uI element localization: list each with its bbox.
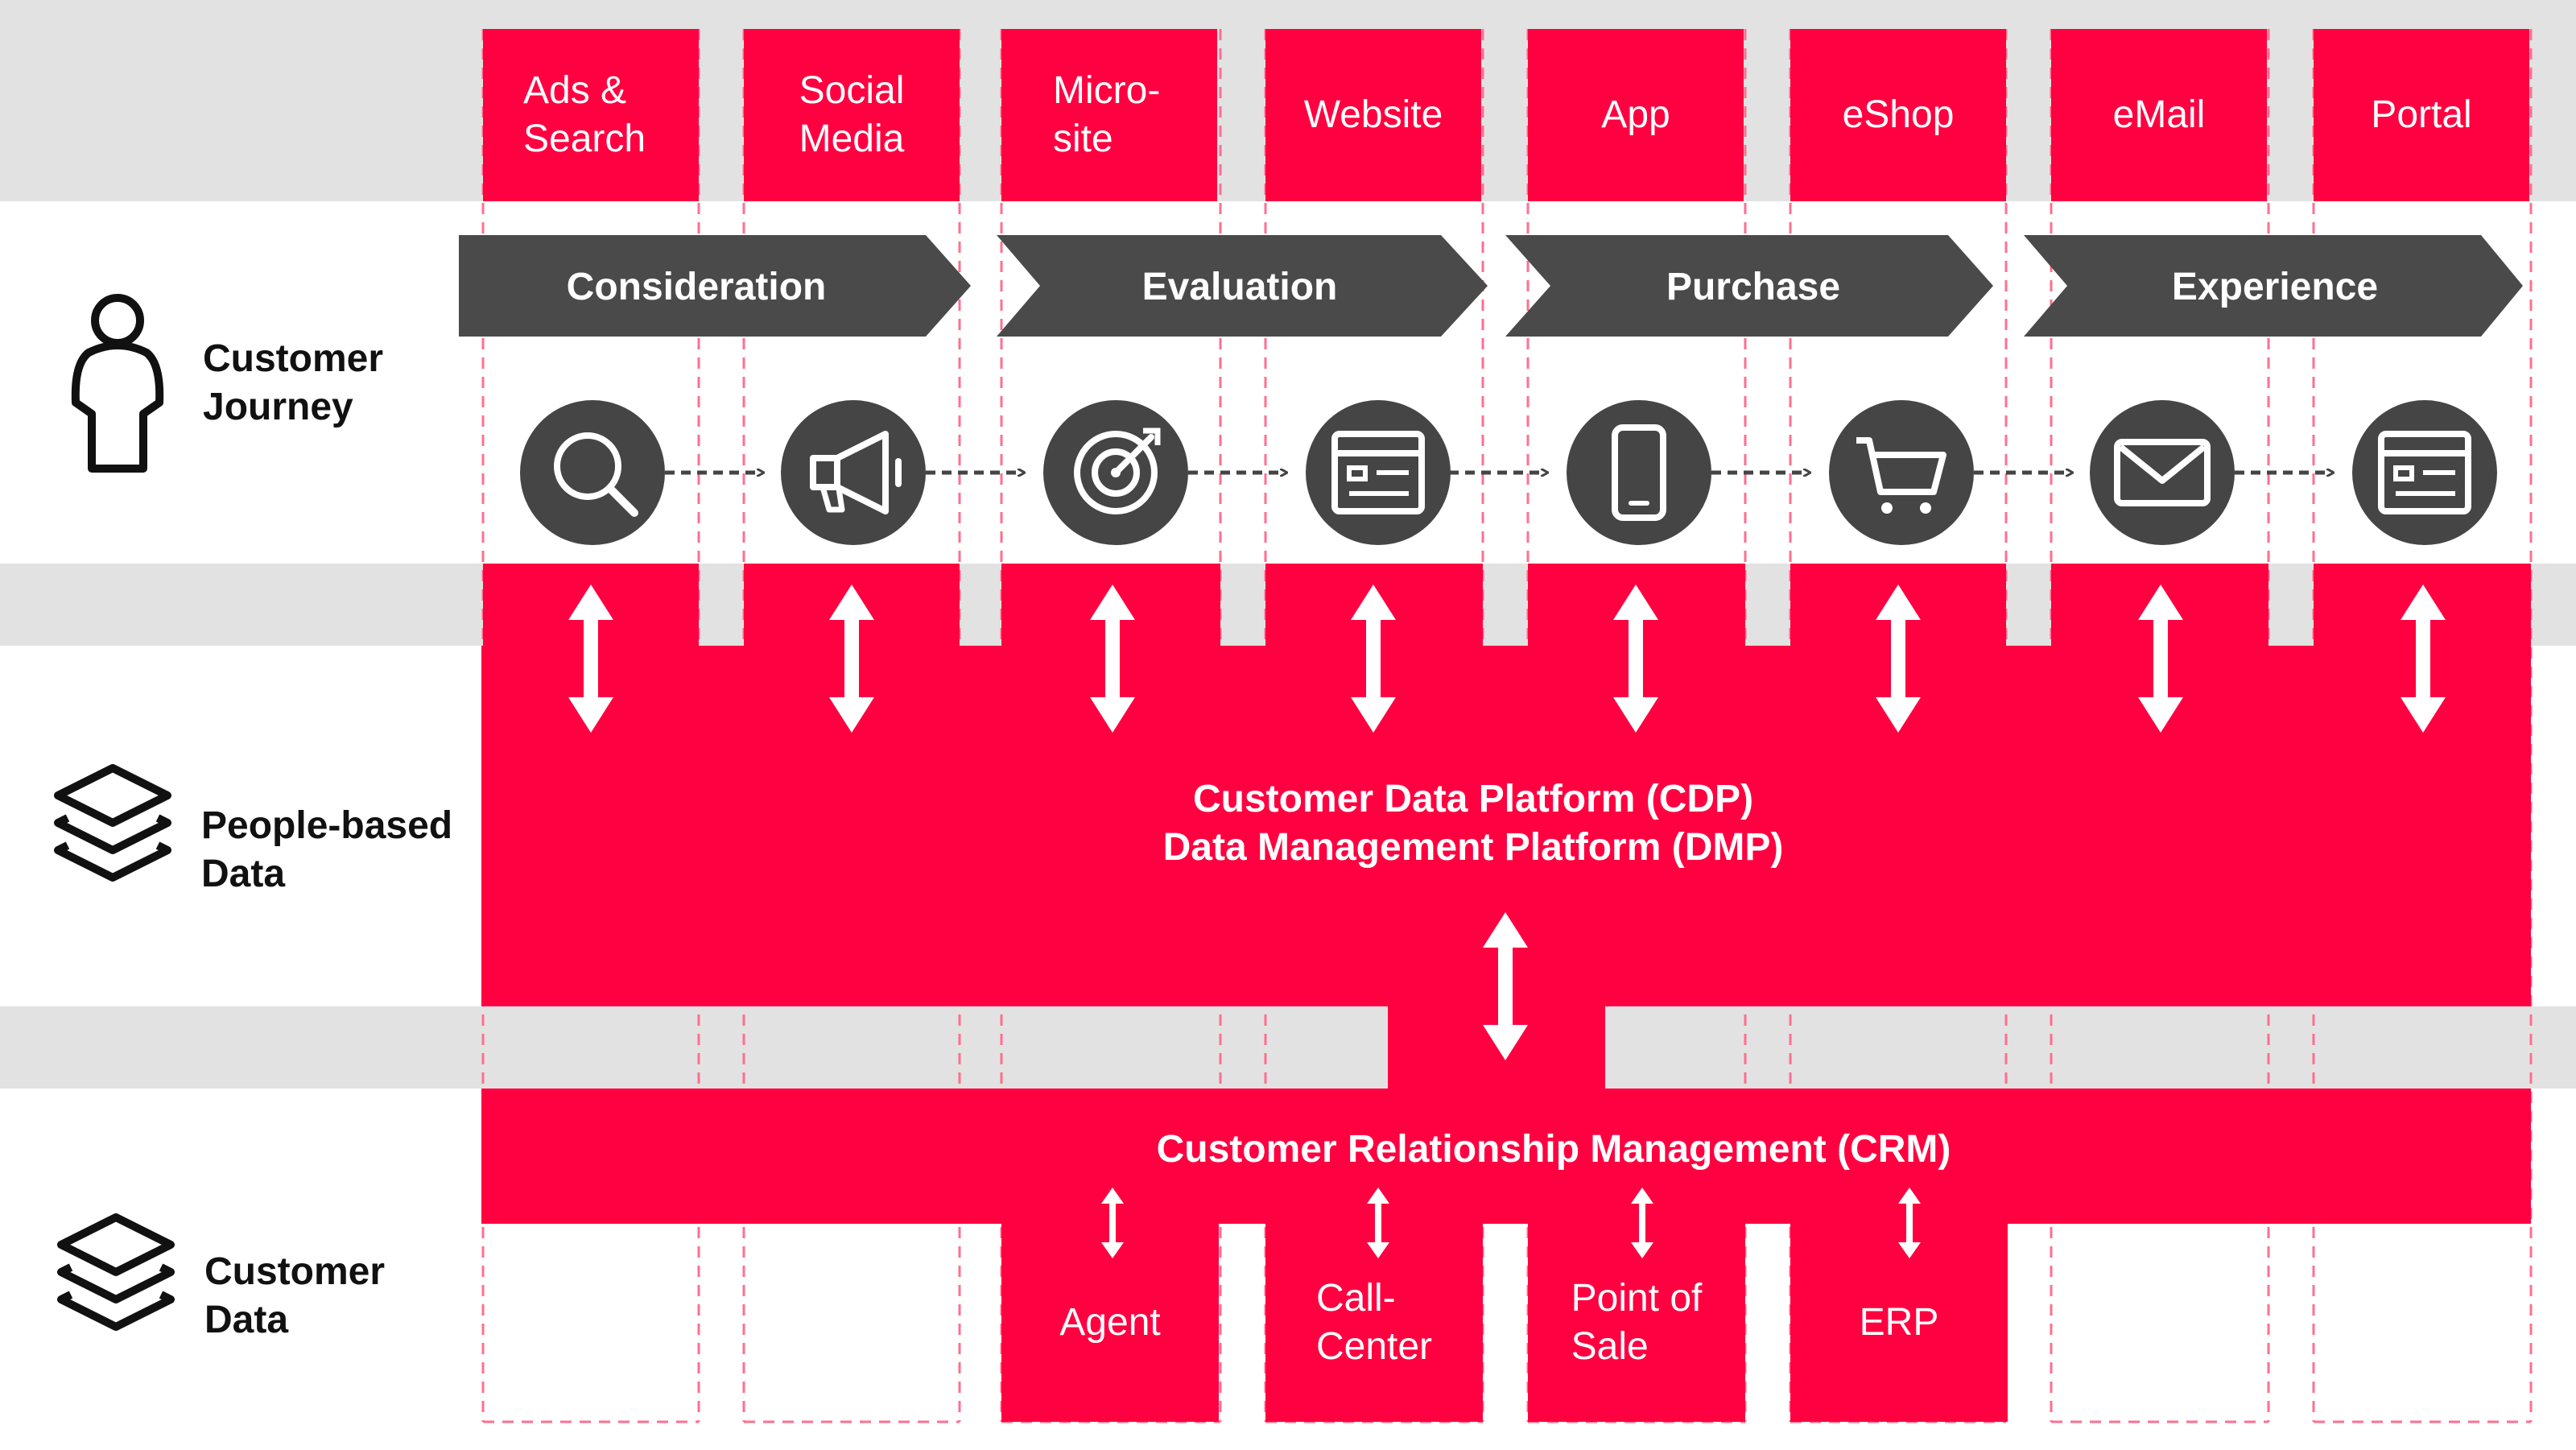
system-erp[interactable]: ERP	[1790, 1224, 2008, 1422]
stage-evaluation[interactable]: Evaluation	[997, 235, 1488, 337]
system-call-center[interactable]: Call- Center	[1265, 1224, 1483, 1422]
channel-eshop[interactable]: eShop	[1790, 29, 2006, 201]
svg-text:Experience: Experience	[2172, 266, 2378, 308]
layers-icon	[54, 764, 171, 882]
customer-data-label: Customer Data	[204, 1250, 386, 1341]
platform-crm-connector	[1388, 1006, 1605, 1089]
channel-email[interactable]: eMail	[2051, 29, 2267, 201]
small-double-arrow-icon	[1101, 1188, 1124, 1258]
smartphone-icon	[1567, 400, 1711, 545]
small-double-arrow-icon	[1367, 1188, 1389, 1258]
double-arrow-icon	[829, 585, 874, 733]
channel-portal[interactable]: Portal	[2314, 29, 2529, 201]
journey-icons	[520, 400, 2497, 545]
small-double-arrow-icon	[1631, 1188, 1653, 1258]
double-arrow-icon	[2401, 585, 2446, 733]
svg-text:Consideration: Consideration	[567, 266, 827, 308]
lower-gap-band	[0, 1006, 2576, 1089]
target-icon	[1043, 400, 1188, 545]
small-double-arrow-icon	[1898, 1188, 1921, 1258]
browser-window-icon	[1306, 400, 1451, 545]
shopping-cart-icon	[1829, 400, 1974, 545]
double-arrow-icon	[1876, 585, 1921, 733]
svg-text:Purchase: Purchase	[1666, 266, 1840, 308]
megaphone-icon	[781, 400, 926, 545]
channel-social-media[interactable]: Social Media	[744, 29, 960, 201]
svg-text:Evaluation: Evaluation	[1142, 266, 1338, 308]
channel-app[interactable]: App	[1528, 29, 1744, 201]
stage-consideration[interactable]: Consideration	[459, 235, 971, 337]
journey-stages: Consideration Evaluation Purchase Experi…	[459, 235, 2523, 337]
crm-label: Customer Relationship Management (CRM)	[1156, 1128, 1951, 1171]
system-point-of-sale[interactable]: Point of Sale	[1528, 1224, 1745, 1422]
system-agent[interactable]: Agent	[1001, 1224, 1219, 1422]
crm-platform[interactable]	[481, 1089, 2531, 1224]
search-icon	[520, 400, 665, 545]
people-based-data-label: People-based Data	[201, 804, 453, 895]
channel-website[interactable]: Website	[1265, 29, 1481, 201]
customer-journey-label: Customer Journey	[203, 337, 384, 428]
double-arrow-icon	[568, 585, 613, 733]
stage-purchase[interactable]: Purchase	[1505, 235, 1993, 337]
double-arrow-icon	[1613, 585, 1658, 733]
double-arrow-icon	[1351, 585, 1396, 733]
cdp-label: Customer Data Platform (CDP)	[1192, 778, 1754, 820]
double-arrow-icon	[1090, 585, 1135, 733]
dmp-label: Data Management Platform (DMP)	[1162, 826, 1784, 869]
row-icons	[54, 294, 175, 1331]
double-arrow-icon	[1483, 912, 1528, 1060]
platform-label: Customer Data Platform (CDP) Data Manage…	[942, 775, 2004, 872]
browser-window-icon	[2352, 400, 2497, 545]
channel-microsite[interactable]: Micro- site	[1001, 29, 1217, 201]
layers-icon	[57, 1213, 175, 1331]
channel-ads-search[interactable]: Ads & Search	[483, 29, 699, 201]
person-icon	[71, 294, 164, 473]
stage-experience[interactable]: Experience	[2024, 235, 2523, 337]
double-arrow-icon	[2138, 585, 2183, 733]
envelope-icon	[2090, 400, 2235, 545]
